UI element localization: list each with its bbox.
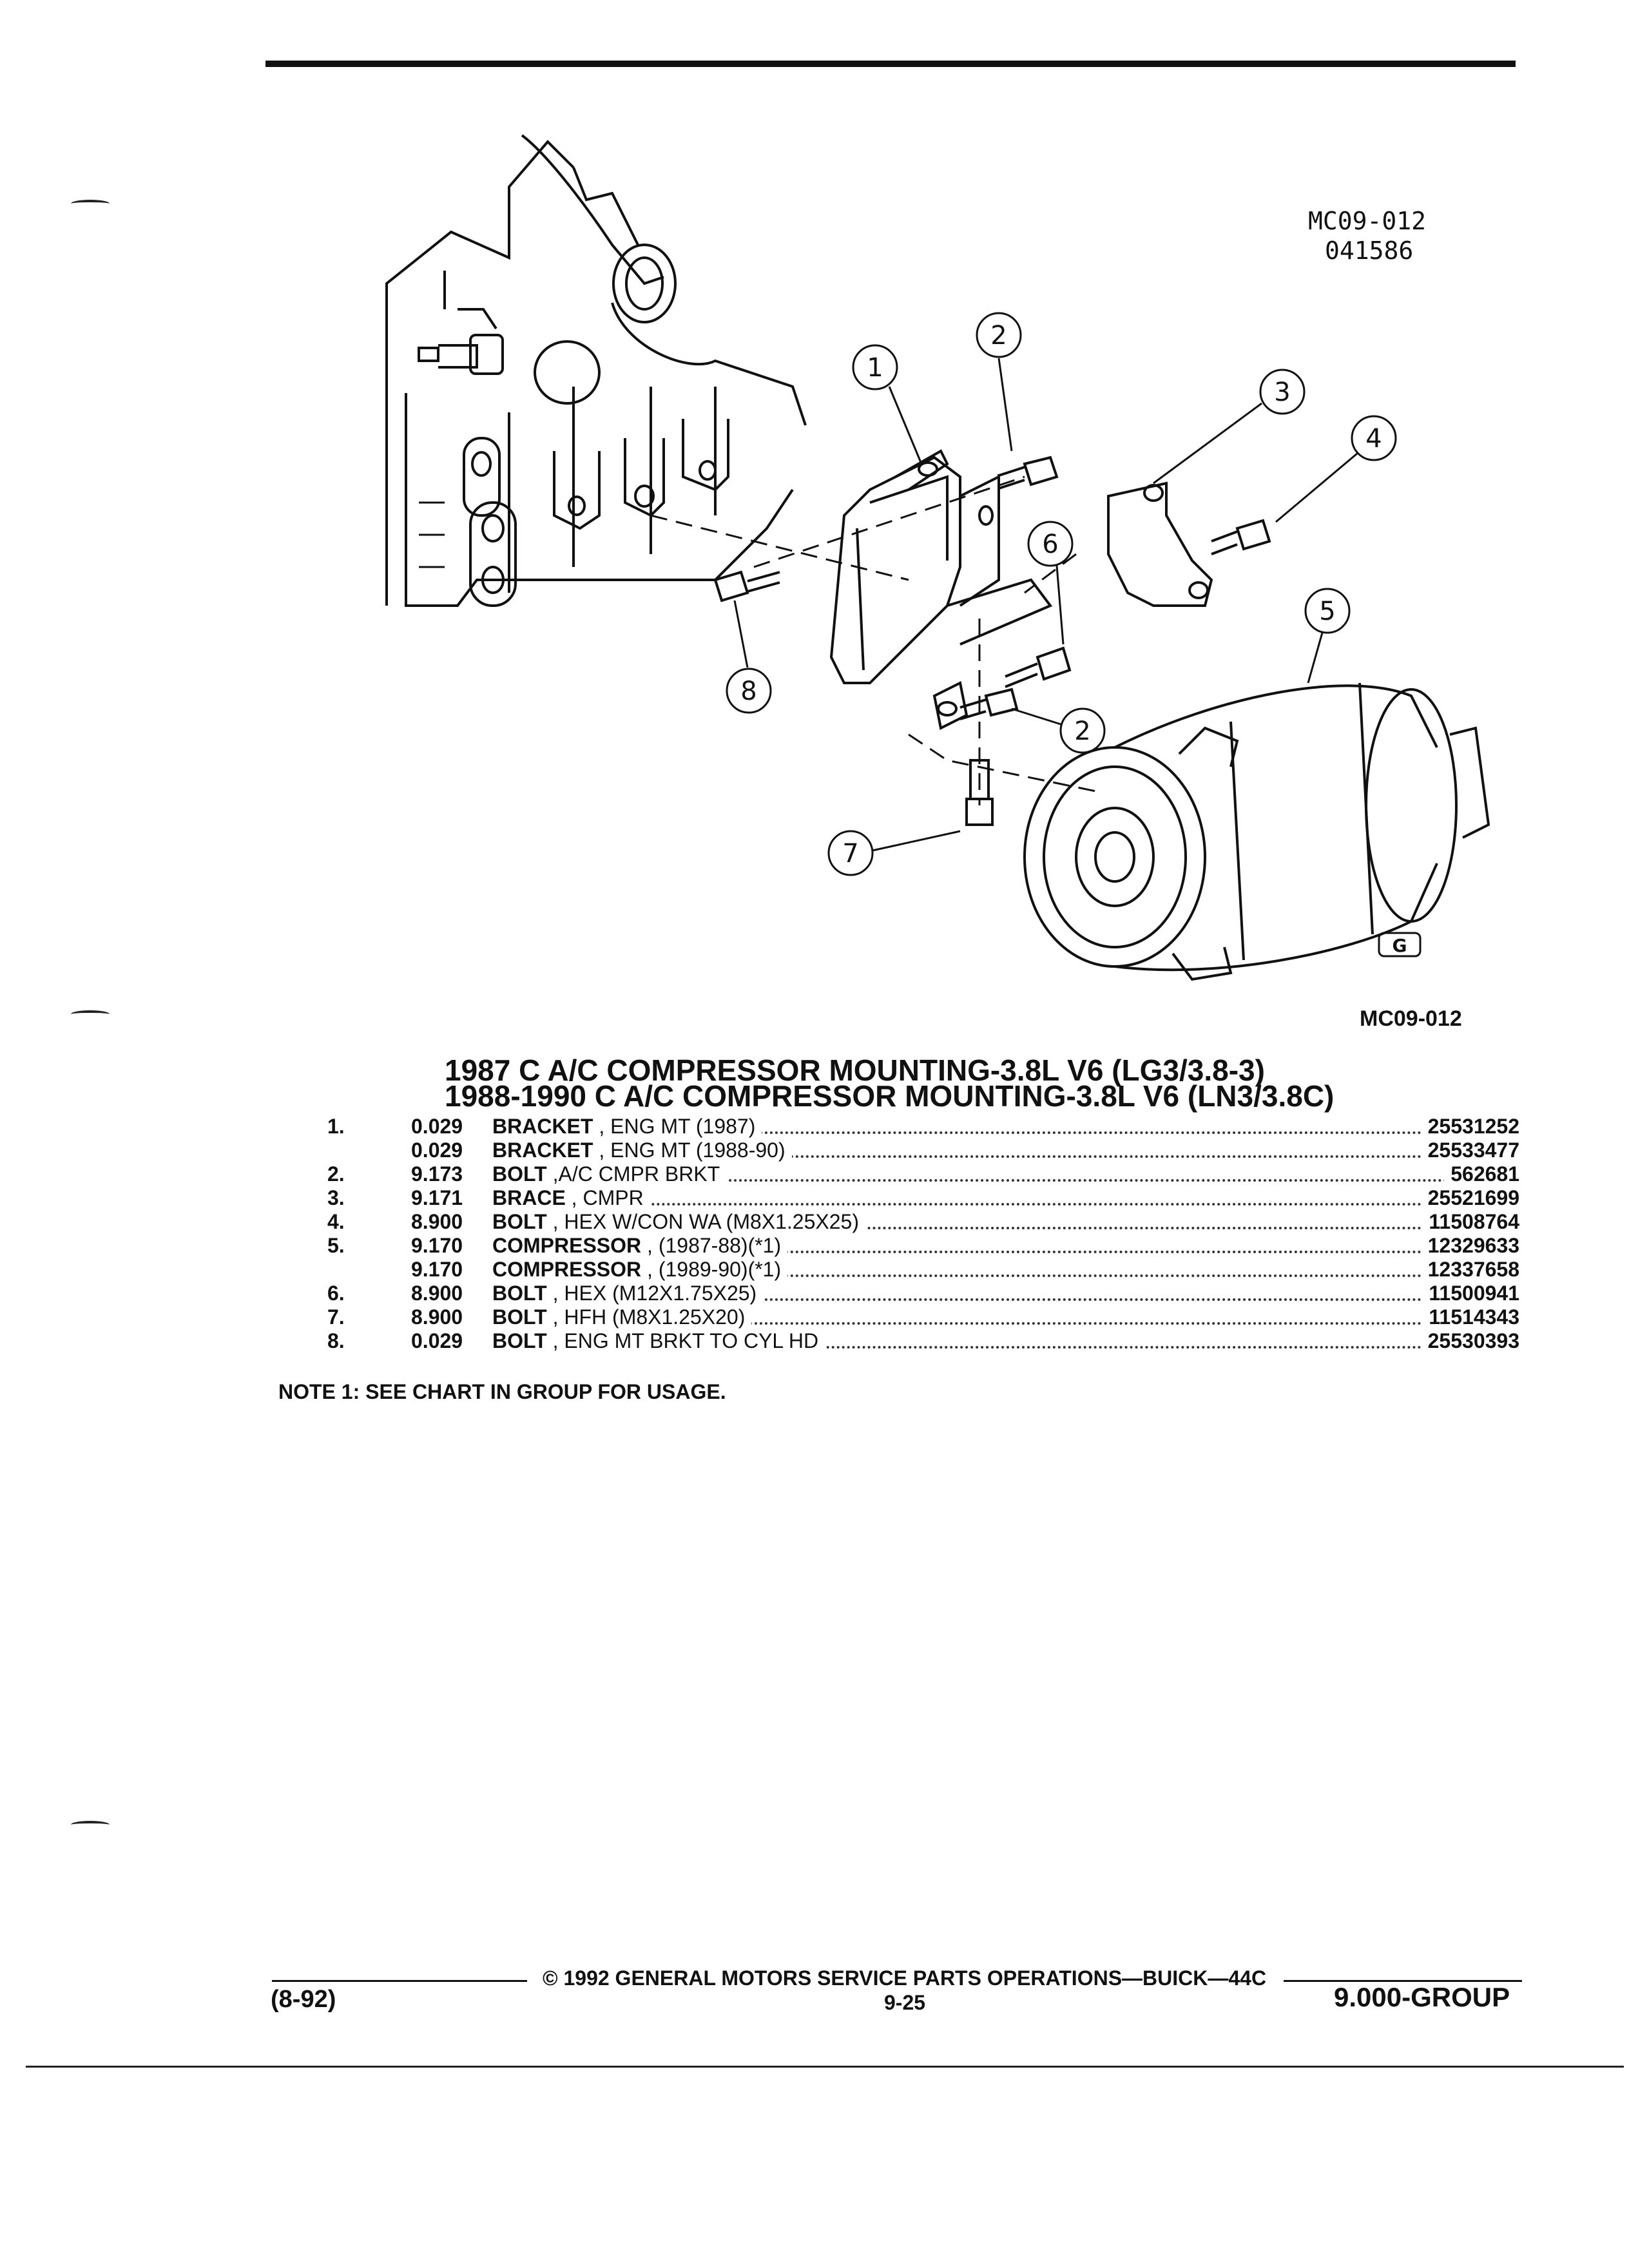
- callout-number: 1: [867, 353, 883, 383]
- item-number: 4.: [327, 1210, 345, 1233]
- part-description: BOLT , HEX (M12X1.75X25): [492, 1282, 764, 1305]
- brace-illustration: [1107, 481, 1213, 607]
- bolt-illustrations: [713, 456, 1271, 826]
- parts-list: 1. 0.029 BRACKET , ENG MT (1987) 2553125…: [327, 1115, 1519, 1353]
- leader-dots: [492, 1155, 1519, 1158]
- parts-row: 4. 8.900 BOLT , HEX W/CON WA (M8X1.25X25…: [327, 1210, 1519, 1234]
- part-number: 562681: [1444, 1162, 1519, 1186]
- group-code: 0.029: [411, 1329, 463, 1352]
- group-code: 9.170: [411, 1258, 463, 1281]
- parts-row: 2. 9.173 BOLT ,A/C CMPR BRKT 562681: [327, 1162, 1519, 1186]
- group-code: 9.170: [411, 1234, 463, 1257]
- callout-number: 6: [1042, 530, 1058, 559]
- top-rule: [265, 61, 1516, 67]
- callout-number: 3: [1274, 378, 1290, 407]
- callout-number: 7: [842, 839, 858, 869]
- page-number: 9-25: [884, 1991, 926, 2014]
- part-description: BOLT , ENG MT BRKT TO CYL HD: [492, 1329, 825, 1353]
- parts-row: 0.029 BRACKET , ENG MT (1988-90) 2553347…: [327, 1139, 1519, 1162]
- part-number: 11508764: [1422, 1210, 1519, 1234]
- leader-dots: [492, 1274, 1519, 1277]
- item-number: 7.: [327, 1305, 345, 1329]
- item-number: 5.: [327, 1234, 345, 1257]
- section-title: 1988-1990 C A/C COMPRESSOR MOUNTING-3.8L…: [445, 1079, 1335, 1113]
- part-description: BRACKET , ENG MT (1987): [492, 1115, 762, 1139]
- leader-dots: [492, 1251, 1519, 1253]
- assembly-guide-lines: [650, 476, 1103, 805]
- part-description: BRACKET , ENG MT (1988-90): [492, 1139, 792, 1162]
- item-number: 1.: [327, 1115, 345, 1138]
- section-title: 1987 C A/C COMPRESSOR MOUNTING-3.8L V6 (…: [445, 1053, 1265, 1087]
- callout-number: 8: [740, 677, 757, 706]
- svg-text:G: G: [1393, 935, 1407, 956]
- engine-block-illustration: [385, 134, 807, 607]
- part-number: 25530393: [1421, 1329, 1519, 1353]
- parts-row: 7. 8.900 BOLT , HFH (M8X1.25X20) 1151434…: [327, 1305, 1519, 1329]
- part-description: COMPRESSOR , (1987-88)(*1): [492, 1234, 788, 1258]
- item-number: 3.: [327, 1186, 345, 1209]
- leader-dots: [492, 1131, 1519, 1134]
- binder-mark: [71, 1010, 110, 1018]
- part-number: 25531252: [1421, 1115, 1519, 1139]
- parts-row: 9.170 COMPRESSOR , (1989-90)(*1) 1233765…: [327, 1258, 1519, 1282]
- bottom-edge-rule: [26, 2066, 1624, 2068]
- callouts: [726, 312, 1397, 876]
- group-code: 0.029: [411, 1115, 463, 1138]
- exploded-parts-diagram: 1 2 3 4 6 8 2 5 7 G MC09-012 041586: [385, 134, 1490, 981]
- item-number: 6.: [327, 1282, 345, 1305]
- part-number: 25533477: [1421, 1139, 1519, 1162]
- leader-dots: [492, 1322, 1519, 1325]
- part-description: BOLT , HEX W/CON WA (M8X1.25X25): [492, 1210, 865, 1234]
- part-description: COMPRESSOR , (1989-90)(*1): [492, 1258, 788, 1282]
- parts-row: 1. 0.029 BRACKET , ENG MT (1987) 2553125…: [327, 1115, 1519, 1139]
- logo-g-icon: G: [1378, 932, 1422, 957]
- leader-dots: [492, 1179, 1519, 1182]
- leader-dots: [492, 1227, 1519, 1229]
- item-number: 8.: [327, 1329, 345, 1352]
- parts-row: 3. 9.171 BRACE , CMPR 25521699: [327, 1186, 1519, 1210]
- footer-rule: [1284, 1980, 1522, 1982]
- binder-mark: [71, 200, 110, 207]
- group-code: 9.173: [411, 1162, 463, 1186]
- part-number: 11500941: [1422, 1282, 1519, 1305]
- footer-date: (8-92): [271, 1986, 336, 2013]
- callout-number: 5: [1319, 597, 1335, 626]
- group-code: 8.900: [411, 1210, 463, 1233]
- figure-code: MC09-012: [1360, 1006, 1462, 1031]
- bracket-illustration: [829, 449, 1053, 730]
- group-code: 8.900: [411, 1305, 463, 1329]
- leader-dots: [492, 1298, 1519, 1301]
- part-description: BOLT ,A/C CMPR BRKT: [492, 1162, 727, 1186]
- part-number: 12329633: [1421, 1234, 1519, 1258]
- parts-row: 8. 0.029 BOLT , ENG MT BRKT TO CYL HD 25…: [327, 1329, 1519, 1353]
- part-description: BOLT , HFH (M8X1.25X20): [492, 1305, 752, 1329]
- part-number: 12337658: [1421, 1258, 1519, 1282]
- part-description: BRACE , CMPR: [492, 1186, 650, 1210]
- callout-numbers: 1 2 3 4 6 8 2 5 7: [740, 321, 1382, 869]
- footer-group: 9.000-GROUP: [1334, 1982, 1510, 2012]
- parts-row: 5. 9.170 COMPRESSOR , (1987-88)(*1) 1232…: [327, 1234, 1519, 1258]
- part-number: 25521699: [1421, 1186, 1519, 1210]
- compressor-illustration: [1023, 682, 1490, 981]
- callout-number: 2: [1074, 716, 1090, 746]
- group-code: 0.029: [411, 1139, 463, 1162]
- callout-number: 2: [990, 321, 1007, 351]
- item-number: 2.: [327, 1162, 345, 1186]
- parts-row: 6. 8.900 BOLT , HEX (M12X1.75X25) 115009…: [327, 1282, 1519, 1305]
- leader-dots: [492, 1346, 1519, 1349]
- part-number: 11514343: [1422, 1305, 1519, 1329]
- leader-dots: [492, 1203, 1519, 1206]
- footer-rule: [272, 1980, 527, 1982]
- usage-note: NOTE 1: SEE CHART IN GROUP FOR USAGE.: [278, 1380, 726, 1403]
- figure-id: MC09-012: [1308, 207, 1426, 235]
- figure-date: 041586: [1325, 236, 1413, 265]
- binder-mark: [71, 1821, 110, 1829]
- group-code: 9.171: [411, 1186, 463, 1209]
- callout-number: 4: [1365, 424, 1382, 454]
- footer-copyright: © 1992 GENERAL MOTORS SERVICE PARTS OPER…: [543, 1966, 1267, 1990]
- group-code: 8.900: [411, 1282, 463, 1305]
